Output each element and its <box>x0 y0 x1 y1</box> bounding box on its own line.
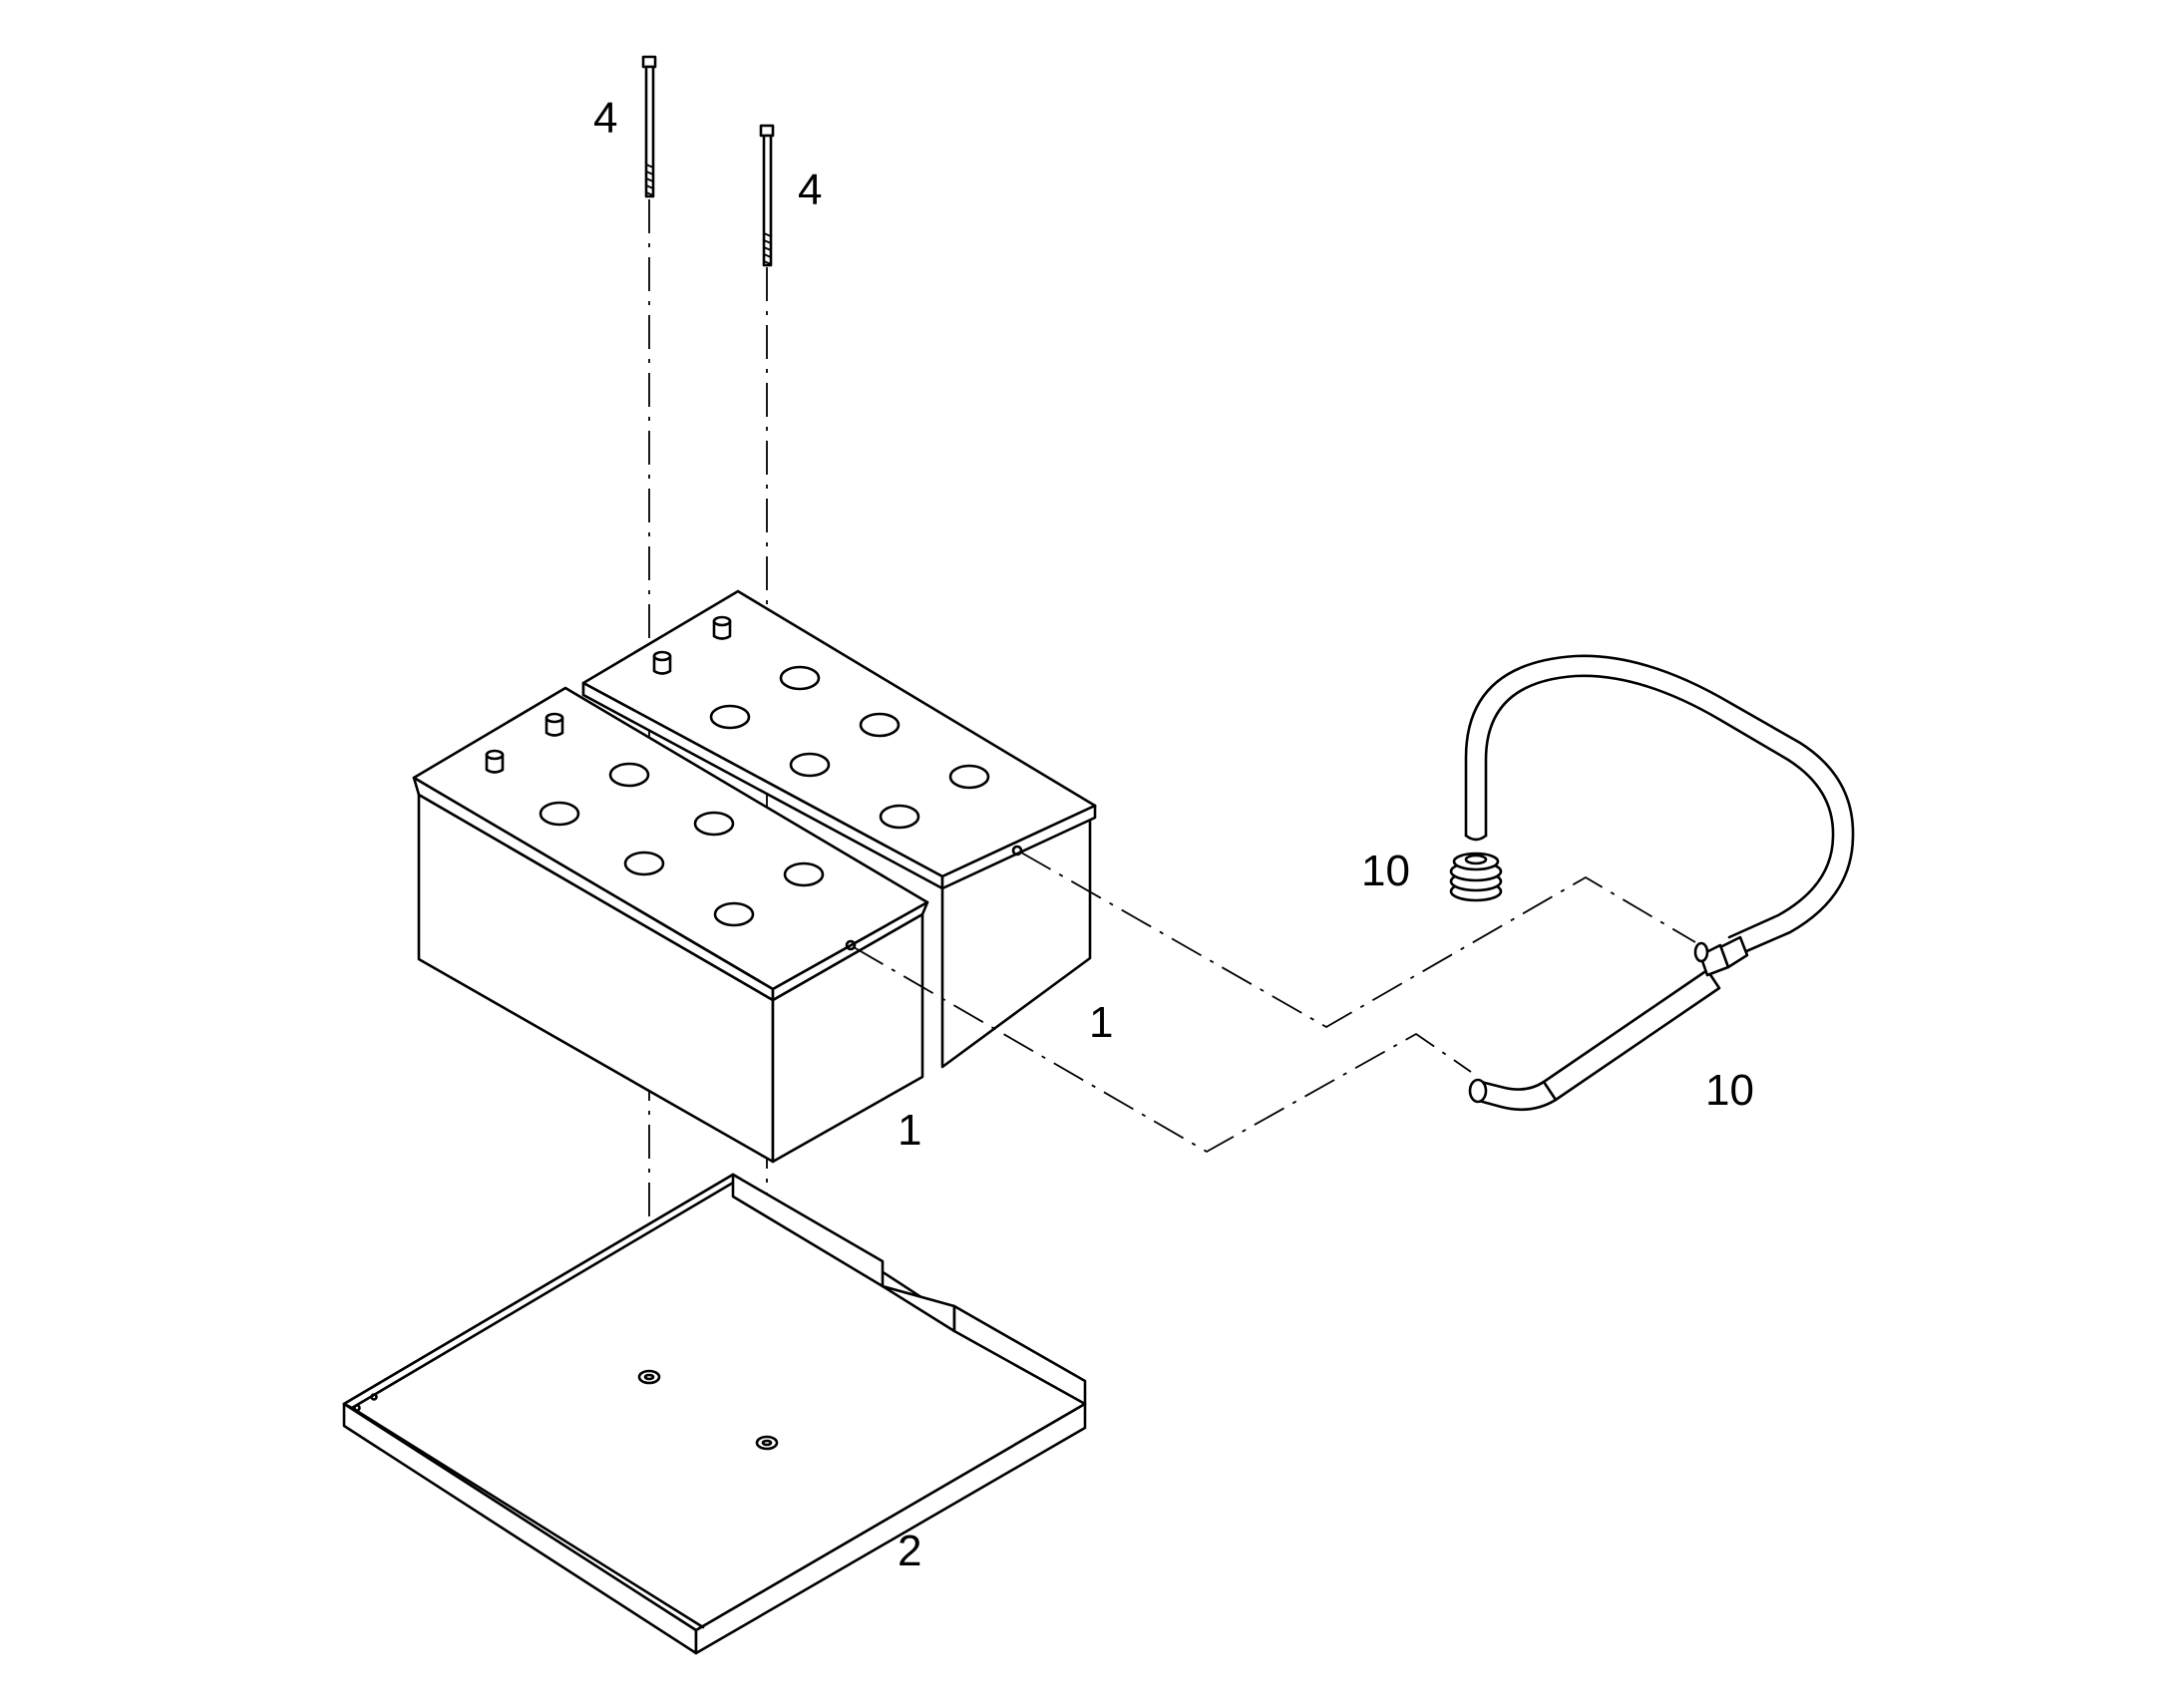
battery-tray <box>342 1173 1087 1655</box>
callout-vent-hose: 10 <box>1705 1066 1754 1115</box>
vent-route-front <box>853 946 1472 1154</box>
grommet <box>1449 852 1503 902</box>
vent-hose <box>1464 654 1855 1112</box>
battery-front <box>412 686 929 1164</box>
callout-bolt-left: 4 <box>593 94 617 143</box>
callout-bolt-right: 4 <box>798 166 822 214</box>
callout-tray: 2 <box>898 1527 921 1575</box>
vent-route-back <box>1020 852 1696 1029</box>
bolt-left <box>641 55 657 198</box>
callout-battery-back: 1 <box>1089 998 1113 1047</box>
callout-battery-front: 1 <box>898 1106 921 1155</box>
battery-back <box>581 589 1097 1069</box>
callout-grommet: 10 <box>1361 847 1410 895</box>
bolt-right <box>759 124 775 267</box>
